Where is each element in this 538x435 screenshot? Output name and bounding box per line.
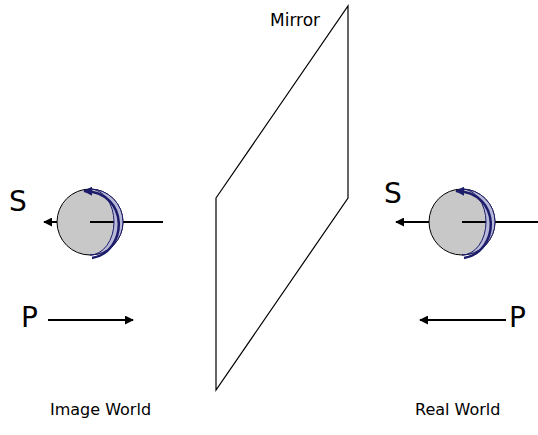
momentum-label: P bbox=[509, 304, 526, 332]
world-label: Image World bbox=[50, 402, 151, 418]
momentum-arrow bbox=[420, 319, 506, 321]
rotation-arrow bbox=[84, 191, 119, 258]
rotation-arrow bbox=[456, 191, 491, 258]
world-label: Real World bbox=[415, 402, 500, 418]
momentum-label: P bbox=[21, 304, 38, 332]
spin-label: S bbox=[384, 180, 402, 208]
mirror-plane bbox=[216, 6, 348, 390]
spin-label: S bbox=[9, 188, 27, 216]
axis-line bbox=[90, 221, 163, 223]
spin-vector-arrow bbox=[396, 221, 538, 223]
axis-line bbox=[462, 221, 538, 223]
momentum-arrow bbox=[48, 319, 133, 321]
mirror-label: Mirror bbox=[270, 12, 320, 29]
